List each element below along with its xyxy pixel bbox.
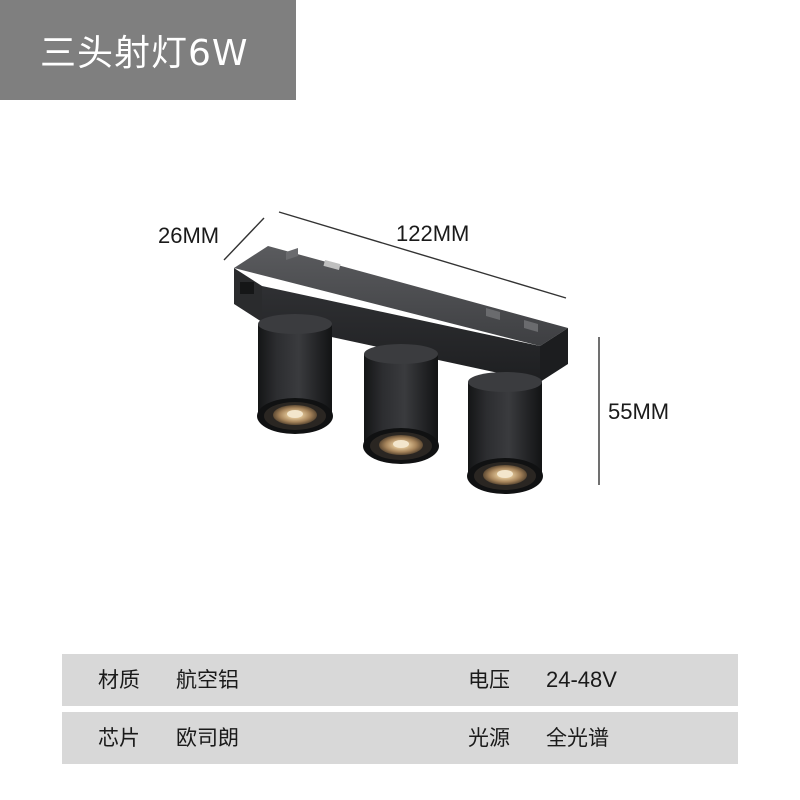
spec-value: 欧司朗 [176, 726, 239, 750]
spec-label: 材质 [98, 668, 140, 692]
spec-label: 芯片 [98, 726, 140, 750]
dim-label-height: 55MM [608, 399, 669, 424]
spec-row: 材质 航空铝 电压 24-48V [62, 654, 738, 706]
rail-end-slot [240, 282, 254, 294]
spec-value: 24-48V [546, 667, 617, 692]
product-illustration: 26MM 122MM 55MM [158, 211, 669, 494]
dim-label-length: 122MM [396, 221, 469, 246]
spec-row: 芯片 欧司朗 光源 全光谱 [62, 712, 738, 764]
rail-top-face [234, 246, 568, 346]
spec-value: 航空铝 [176, 668, 239, 692]
product-title: 三头射灯6W [40, 33, 249, 74]
rail-clip [286, 248, 298, 260]
spec-label: 电压 [468, 668, 510, 692]
rail-clip [486, 308, 500, 320]
spec-label: 光源 [468, 726, 510, 750]
spec-value: 全光谱 [546, 726, 609, 750]
rail-front-face [262, 286, 540, 382]
lamp-head-2 [363, 344, 439, 464]
rail-clip [524, 320, 538, 332]
title-banner: 三头射灯6W [0, 0, 296, 100]
dim-label-depth: 26MM [158, 223, 219, 248]
rail-right-face [540, 328, 568, 382]
rail-end-face [234, 268, 262, 322]
rail-clip-silver [323, 260, 341, 270]
lamp-head-3 [467, 372, 543, 494]
dim-line-length [278, 211, 567, 299]
dim-line-depth [223, 217, 265, 261]
lamp-head-1 [257, 314, 333, 434]
